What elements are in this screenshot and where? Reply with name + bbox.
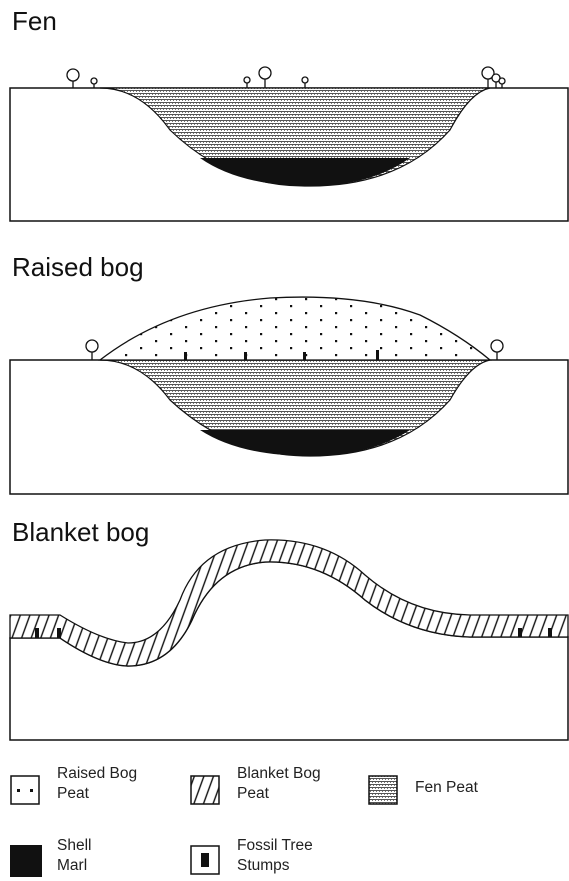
shell-marl-swatch-icon — [10, 845, 42, 877]
blanket-bog-peat-label-2: Peat — [237, 784, 321, 804]
fen-peat-swatch-icon — [368, 775, 398, 805]
shell-marl-label-2: Marl — [57, 856, 91, 876]
fossil-tree-stumps-label-2: Stumps — [237, 856, 313, 876]
legend-blanket-bog-peat: Blanket Bog Peat — [190, 764, 370, 810]
fossil-tree-stump-swatch-icon — [190, 845, 220, 875]
raised-bog-peat-swatch-icon — [10, 775, 40, 805]
legend-fen-peat: Fen Peat — [368, 764, 558, 810]
legend-shell-marl: Shell Marl — [10, 833, 190, 879]
blanket-bog-peat-label-1: Blanket Bog — [237, 764, 321, 784]
fen-peat-label: Fen Peat — [415, 778, 478, 798]
raised-bog-peat-label-2: Peat — [57, 784, 137, 804]
legend-fossil-tree-stumps: Fossil Tree Stumps — [190, 833, 390, 879]
blanket-bog-peat-swatch-icon — [190, 775, 220, 805]
shell-marl-label-1: Shell — [57, 836, 91, 856]
fossil-tree-stumps-label-1: Fossil Tree — [237, 836, 313, 856]
blanket-bog-diagram — [0, 0, 569, 760]
legend-raised-bog-peat: Raised Bog Peat — [10, 764, 190, 810]
raised-bog-peat-label-1: Raised Bog — [57, 764, 137, 784]
